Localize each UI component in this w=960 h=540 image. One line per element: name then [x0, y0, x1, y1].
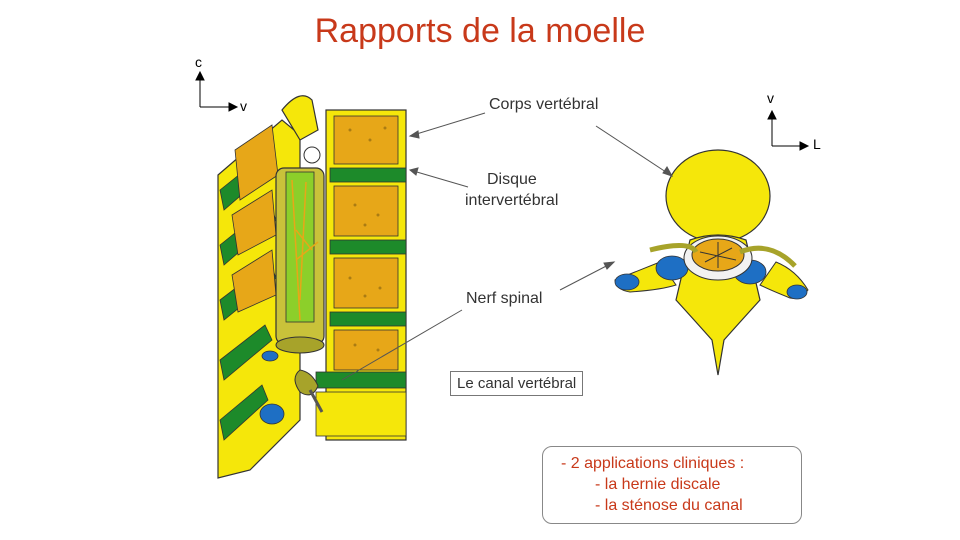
left-axis-arrows	[195, 70, 239, 112]
pointer-lines	[341, 112, 674, 381]
clinical-item: - la hernie discale	[595, 476, 721, 493]
clinical-heading: - 2 applications cliniques :	[561, 455, 745, 472]
sagittal-spine-illustration	[217, 95, 407, 479]
label-nerf-spinal: Nerf spinal	[466, 290, 543, 307]
right-axis-vertical-label: v	[767, 90, 774, 106]
label-disque-line1: Disque	[487, 171, 537, 188]
label-corps-vertebral: Corps vertébral	[489, 96, 599, 113]
axial-vertebra-illustration	[614, 149, 809, 376]
right-axis-horizontal-label: L	[813, 136, 821, 152]
clinical-item: - la sténose du canal	[595, 497, 743, 514]
label-canal-vertebral: Le canal vertébral	[450, 371, 584, 396]
page-title: Rapports de la moelle	[314, 12, 646, 50]
left-axis-horizontal-label: v	[240, 98, 247, 114]
label-disque-line2: intervertébral	[465, 192, 559, 209]
left-axis-vertical-label: c	[195, 54, 202, 70]
clinical-applications-box: - 2 applications cliniques : - la hernie…	[542, 446, 802, 524]
right-axis-arrows	[767, 109, 810, 151]
